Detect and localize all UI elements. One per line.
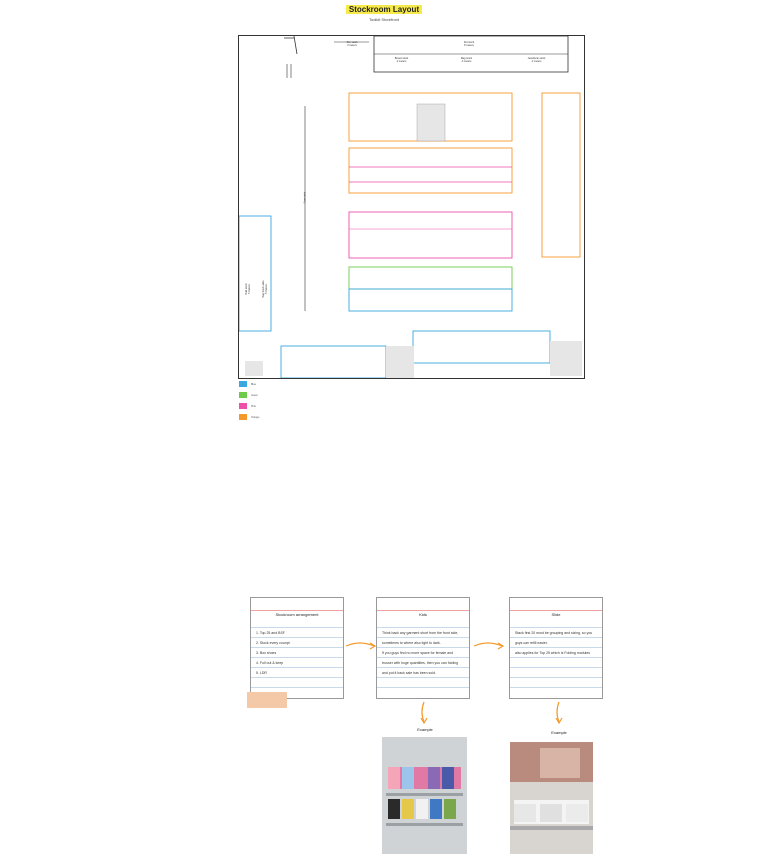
note-lines	[510, 618, 602, 688]
page-title: Stockroom Layout	[0, 5, 768, 14]
note-lines	[251, 618, 343, 688]
arrow-down-icon	[555, 701, 563, 725]
folded-photo-illustration	[510, 742, 593, 854]
note-body: 1. Top 25 and BSF 2. Stock every counpt …	[256, 631, 290, 675]
legend-item: Green	[239, 392, 259, 398]
legend-item: Orange	[239, 414, 259, 420]
note-stockroom-arrangement: Stockroom arrangement 1. Top 25 and BSF …	[250, 597, 344, 699]
legend-item: Blue	[239, 381, 259, 387]
legend-swatch-green	[239, 392, 247, 398]
note-body: Think back any garment short from the fr…	[382, 631, 459, 675]
label-front-aisle: Front aisle	[303, 191, 307, 204]
note-tab	[247, 692, 287, 708]
arrow-icon	[345, 642, 377, 650]
floor-plan-drawing	[238, 35, 582, 379]
legend-item: Pink	[239, 403, 259, 409]
note-lines	[377, 618, 469, 688]
legend: Blue Green Pink Orange	[239, 381, 259, 420]
page-subtitle: Toolkit Storefront	[368, 17, 399, 22]
example-photo-shelf	[382, 737, 467, 854]
example-caption: Example	[551, 730, 567, 735]
arrow-icon	[473, 642, 505, 650]
legend-swatch-pink	[239, 403, 247, 409]
shelf-photo-illustration	[382, 737, 467, 854]
legend-swatch-orange	[239, 414, 247, 420]
arrow-down-icon	[420, 701, 428, 725]
note-body: Stack first 20 must be grouping and sizi…	[515, 631, 593, 655]
example-photo-folded	[510, 742, 593, 854]
note-slide: Slide Stack first 20 must be grouping an…	[509, 597, 603, 699]
note-kids: Kids Think back any garment short from t…	[376, 597, 470, 699]
legend-swatch-blue	[239, 381, 247, 387]
example-caption: Example	[417, 727, 433, 732]
